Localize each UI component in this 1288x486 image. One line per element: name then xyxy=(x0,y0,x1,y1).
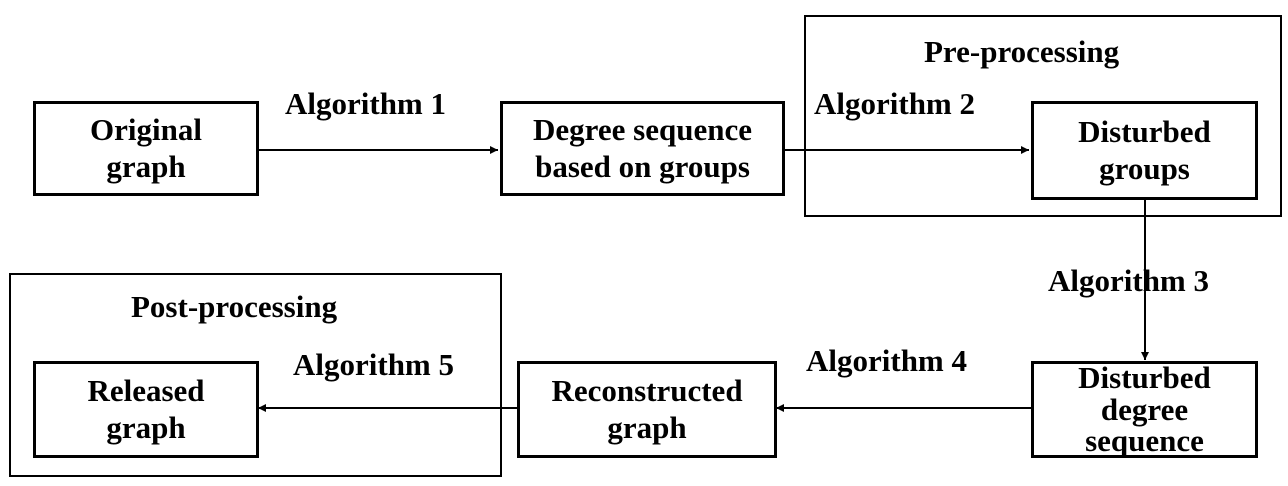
node-line: Original xyxy=(90,111,202,147)
node-line: graph xyxy=(607,409,687,445)
node-line: groups xyxy=(1099,150,1190,186)
reconstructed-graph-node: Reconstructed graph xyxy=(517,361,777,458)
degree-sequence-node: Degree sequence based on groups xyxy=(500,101,785,196)
node-line: Released xyxy=(87,372,205,408)
node-line: Degree sequence xyxy=(533,111,752,147)
disturbed-degree-sequence-node: Disturbed degree sequence xyxy=(1031,361,1258,458)
post-processing-group xyxy=(9,273,502,477)
node-line: graph xyxy=(106,148,186,184)
algorithm-1-label: Algorithm 1 xyxy=(285,86,447,121)
post-processing-label: Post-processing xyxy=(131,289,338,324)
algorithm-4-label: Algorithm 4 xyxy=(806,343,968,378)
node-line: Disturbed xyxy=(1078,360,1211,396)
node-line: sequence xyxy=(1085,423,1204,459)
node-line: graph xyxy=(106,409,186,445)
disturbed-groups-node: Disturbed groups xyxy=(1031,101,1258,200)
pre-processing-group xyxy=(804,15,1282,217)
algorithm-3-label: Algorithm 3 xyxy=(1048,263,1210,298)
algorithm-2-label: Algorithm 2 xyxy=(814,86,976,121)
algorithm-5-label: Algorithm 5 xyxy=(293,347,455,382)
pre-processing-label: Pre-processing xyxy=(924,34,1120,69)
node-line: Reconstructed xyxy=(551,372,743,408)
node-line: based on groups xyxy=(535,148,750,184)
original-graph-node: Original graph xyxy=(33,101,259,196)
node-line: degree xyxy=(1100,391,1189,427)
released-graph-node: Released graph xyxy=(33,361,259,458)
node-line: Disturbed xyxy=(1078,113,1211,149)
